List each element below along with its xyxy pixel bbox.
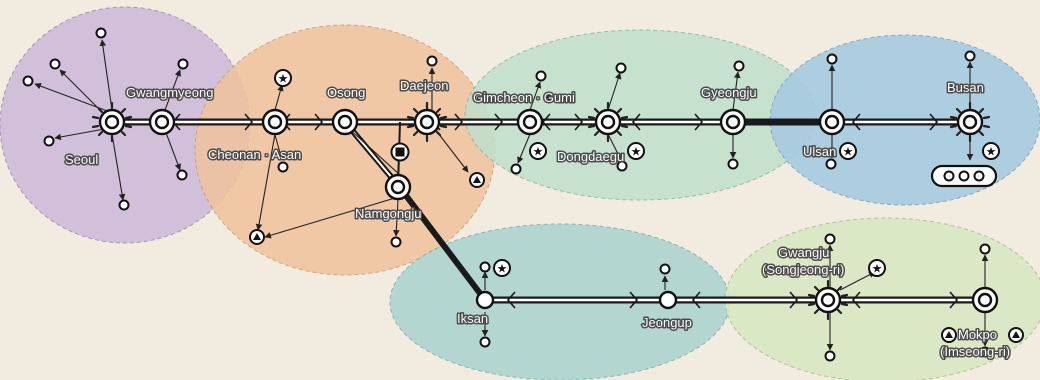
small-circle-icon[interactable] (659, 263, 671, 275)
label-gwangju-sub: (Songjeong-ri) (762, 262, 844, 277)
small-circle-icon[interactable] (979, 346, 991, 358)
small-circle-icon[interactable] (824, 350, 836, 362)
svg-text:★: ★ (278, 72, 289, 86)
station-icon[interactable] (719, 108, 747, 136)
label-cheonan-asan: Cheonan · Asan (208, 147, 301, 162)
station-icon[interactable] (475, 290, 495, 310)
small-circle-icon[interactable] (390, 236, 402, 248)
small-circle-icon[interactable] (510, 163, 522, 175)
station-icon[interactable] (406, 101, 448, 143)
stations (91, 101, 999, 321)
station-icon[interactable] (658, 290, 678, 310)
small-stops (22, 27, 991, 362)
regions (0, 6, 1040, 380)
busan-stop-group (930, 164, 998, 188)
star-icon[interactable]: ★ (982, 142, 1000, 160)
small-circle-icon[interactable] (118, 199, 130, 211)
label-gwangmyeong: Gwangmyeong (126, 85, 213, 100)
star-icon[interactable]: ★ (274, 69, 292, 87)
station-labels: Seoul Gwangmyeong Cheonan · Asan Osong D… (64, 77, 1012, 361)
station-icon[interactable] (384, 173, 412, 201)
station-icon[interactable] (148, 108, 176, 136)
label-gyeongju: Gyeongju (701, 85, 757, 100)
station-icon[interactable] (818, 108, 846, 136)
triangle-icon[interactable] (1008, 327, 1024, 343)
small-circle-icon[interactable] (826, 53, 838, 65)
label-ulsan: Ulsan (803, 144, 836, 159)
station-icon[interactable] (331, 108, 359, 136)
small-circle-icon[interactable] (95, 27, 107, 39)
small-circle-icon[interactable] (22, 75, 34, 87)
small-circle-icon[interactable] (49, 58, 61, 70)
label-gwangju: Gwangju (778, 245, 829, 260)
small-circle-icon[interactable] (535, 70, 547, 82)
small-circle-icon[interactable] (824, 233, 836, 245)
triangle-markers (249, 172, 1024, 343)
square-icon[interactable] (390, 142, 410, 162)
small-circle-icon[interactable] (615, 62, 627, 74)
svg-text:★: ★ (497, 262, 508, 276)
small-circle-icon[interactable] (479, 261, 491, 273)
triangle-icon[interactable] (469, 172, 485, 188)
small-circle-icon[interactable] (177, 58, 189, 70)
small-circle-icon[interactable] (426, 55, 438, 67)
label-osong: Osong (327, 85, 365, 100)
station-icon[interactable] (807, 279, 849, 321)
separator-dot (546, 94, 552, 100)
label-daejeon: Daejeon (400, 78, 448, 93)
label-dongdaegu: Dongdaegu (557, 149, 624, 164)
label-busan: Busan (947, 80, 984, 95)
star-icon[interactable]: ★ (627, 142, 645, 160)
small-circle-icon[interactable] (616, 160, 628, 172)
star-icon[interactable]: ★ (529, 142, 547, 160)
label-seoul: Seoul (65, 152, 98, 167)
triangle-icon[interactable] (941, 327, 957, 343)
svg-text:★: ★ (872, 262, 883, 276)
station-icon[interactable] (971, 286, 999, 314)
small-circle-icon[interactable] (727, 158, 739, 170)
separator-dot (278, 152, 284, 158)
small-circle-icon[interactable] (277, 161, 289, 173)
svg-text:★: ★ (631, 145, 642, 159)
small-circle-icon[interactable] (479, 336, 491, 348)
svg-text:★: ★ (843, 145, 854, 159)
label-namgongju: Namgongju (355, 206, 422, 221)
svg-text:★: ★ (986, 145, 997, 159)
triangle-icon[interactable] (249, 229, 265, 245)
label-jeongup: Jeongup (642, 315, 692, 330)
small-circle-icon[interactable] (733, 60, 745, 72)
station-icon[interactable] (587, 101, 629, 143)
star-icon[interactable]: ★ (493, 259, 511, 277)
star-icon[interactable]: ★ (839, 142, 857, 160)
label-gimcheon-gumi: Gimcheon · Gumi (473, 90, 575, 105)
label-iksan: Iksan (457, 311, 488, 326)
label-mokpo: Mokpo (958, 327, 997, 342)
svg-text:★: ★ (533, 145, 544, 159)
small-circle-icon[interactable] (979, 243, 991, 255)
star-icon[interactable]: ★ (868, 259, 886, 277)
small-circle-icon[interactable] (43, 135, 55, 147)
station-icon[interactable] (261, 108, 289, 136)
station-icon[interactable] (516, 108, 544, 136)
label-mokpo-sub: (Imseong-ri) (940, 344, 1010, 359)
small-circle-icon[interactable] (825, 158, 837, 170)
station-icon[interactable] (949, 101, 991, 143)
star-markers: ★ ★ ★ ★ ★ ★ ★ (274, 69, 1000, 277)
small-circle-icon[interactable] (176, 169, 188, 181)
station-icon[interactable] (91, 101, 133, 143)
small-circle-icon[interactable] (964, 50, 976, 62)
